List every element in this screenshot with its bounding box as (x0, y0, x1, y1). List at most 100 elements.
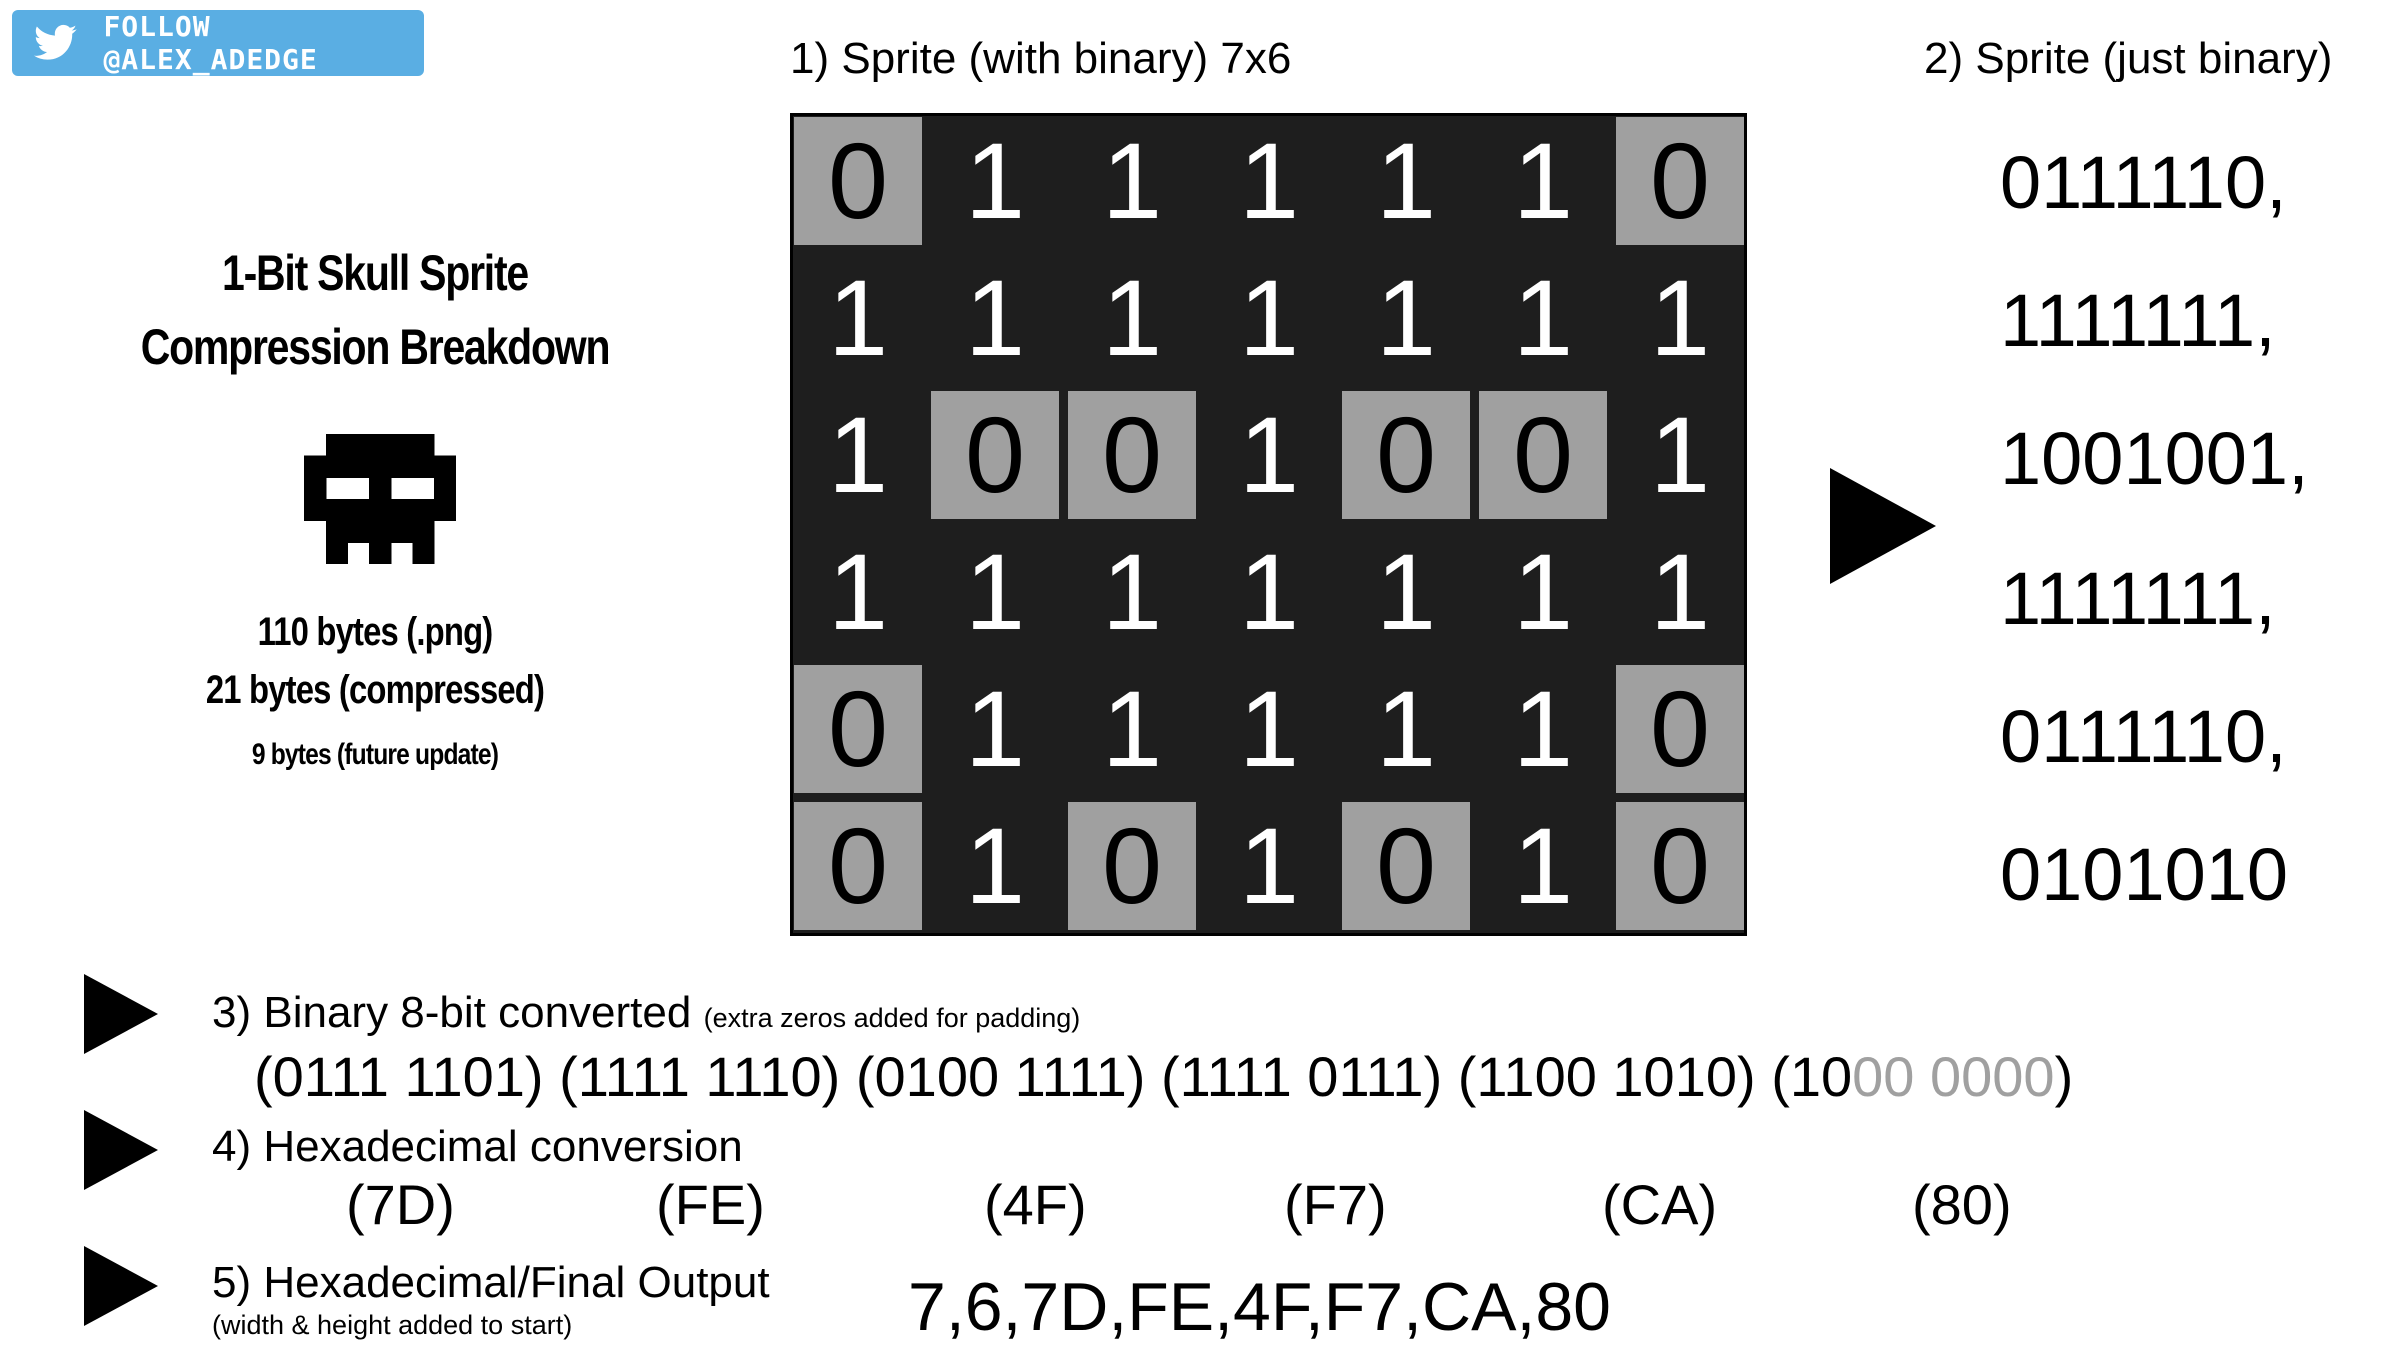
sprite-cell: 1 (1238, 531, 1300, 652)
sprite-cell: 0 (1616, 117, 1744, 245)
skull-pixel (347, 520, 370, 543)
sprite-cell: 1 (964, 120, 1026, 241)
binary-row: 0111110, (2000, 695, 2287, 778)
padding-zeros: 00 0000 (1852, 1045, 2055, 1108)
sprite-cell: 1 (827, 531, 889, 652)
step-4-arrow-icon (84, 1110, 158, 1190)
final-output: 7,6,7D,FE,4F,F7,CA,80 (908, 1269, 1611, 1345)
sprite-cell: 1 (1649, 531, 1711, 652)
binary-row: 1111111, (2000, 557, 2276, 640)
hex-value: (80) (1912, 1173, 2012, 1236)
hex-value: (F7) (1284, 1173, 1387, 1236)
sprite-cell: 0 (1068, 391, 1196, 519)
sprite-cell: 1 (1649, 257, 1711, 378)
sprite-cell: 1 (964, 668, 1026, 789)
step-5-note: (width & height added to start) (212, 1310, 573, 1340)
sprite-cell: 0 (1342, 391, 1470, 519)
skull-pixel (325, 434, 348, 457)
sprite-cell: 1 (827, 394, 889, 515)
sprite-cell: 1 (1101, 531, 1163, 652)
title-line-1: 1-Bit Skull Sprite (222, 245, 529, 301)
skull-pixel (325, 542, 348, 564)
follow-label: FOLLOW @ALEX_ADEDGE (103, 10, 318, 76)
sprite-cell: 1 (1375, 120, 1437, 241)
sprite-cell: 1 (1101, 668, 1163, 789)
step-5-label: 5) Hexadecimal/Final Output (212, 1258, 770, 1307)
hex-value: (FE) (656, 1173, 765, 1236)
sprite-cell: 0 (1342, 802, 1470, 930)
skull-pixel (412, 434, 435, 457)
step-3-arrow-icon (84, 974, 158, 1054)
skull-pixel (369, 434, 392, 457)
sprite-cell: 0 (1479, 391, 1607, 519)
sprite-cell: 0 (1068, 802, 1196, 930)
skull-pixel (412, 455, 435, 478)
sprite-cell: 1 (1101, 257, 1163, 378)
skull-pixel (412, 520, 435, 543)
skull-pixel (369, 499, 392, 522)
sprite-cell: 1 (1238, 394, 1300, 515)
section-2-header: 2) Sprite (just binary) (1924, 34, 2333, 83)
skull-pixel (304, 455, 327, 478)
skull-pixel (304, 499, 327, 522)
sprite-cell: 1 (1375, 531, 1437, 652)
skull-pixel (412, 542, 435, 564)
sprite-cell: 1 (964, 531, 1026, 652)
sprite-cell: 0 (1616, 665, 1744, 793)
skull-pixel (347, 455, 370, 478)
section-1-header: 1) Sprite (with binary) 7x6 (790, 34, 1292, 83)
skull-pixel (369, 477, 392, 500)
future-size-label: 9 bytes (future update) (251, 738, 499, 771)
sprite-cell: 1 (1375, 257, 1437, 378)
binary-bytes-closing: ) (2054, 1045, 2074, 1108)
skull-pixel (369, 542, 392, 564)
sprite-cell: 1 (1512, 668, 1574, 789)
skull-pixel (390, 455, 413, 478)
skull-pixel (325, 455, 348, 478)
skull-pixel (434, 477, 456, 500)
skull-pixel (390, 434, 413, 457)
binary-row: 0111110, (2000, 141, 2287, 224)
sprite-cell: 1 (1512, 120, 1574, 241)
step-3-note: (extra zeros added for padding) (703, 1003, 1081, 1033)
sprite-cell: 1 (1512, 805, 1574, 926)
compressed-size-label: 21 bytes (compressed) (205, 668, 545, 712)
sprite-cell: 1 (964, 257, 1026, 378)
binary-row: 1001001, (2000, 417, 2309, 500)
hex-value: (7D) (346, 1173, 455, 1236)
step-3-header: 3) Binary 8-bit converted (extra zeros a… (212, 988, 1080, 1038)
sprite-cell: 1 (1101, 120, 1163, 241)
png-size-label: 110 bytes (.png) (257, 610, 494, 654)
binary-row: 0101010 (2000, 833, 2289, 916)
skull-pixel (325, 499, 348, 522)
sprite-cell: 1 (1238, 120, 1300, 241)
skull-pixel (390, 520, 413, 543)
skull-pixel (412, 499, 435, 522)
sprite-cell: 1 (1238, 668, 1300, 789)
sprite-cell: 0 (794, 117, 922, 245)
skull-pixel (304, 477, 327, 500)
step-3-label: 3) Binary 8-bit converted (212, 988, 692, 1037)
skull-pixel (325, 520, 348, 543)
binary-row: 1111111, (2000, 279, 2276, 362)
skull-pixel (347, 499, 370, 522)
skull-pixel (390, 499, 413, 522)
step-5-arrow-icon (84, 1246, 158, 1326)
skull-icon (304, 434, 456, 564)
skull-pixel (369, 520, 392, 543)
follow-twitter-button[interactable]: FOLLOW @ALEX_ADEDGE (12, 10, 424, 76)
sprite-cell: 1 (1512, 531, 1574, 652)
sprite-cell: 0 (794, 802, 922, 930)
sprite-cell: 0 (931, 391, 1059, 519)
sprite-cell: 1 (1512, 257, 1574, 378)
sprite-cell: 1 (1238, 805, 1300, 926)
title-line-2: Compression Breakdown (140, 319, 611, 375)
sprite-cell: 0 (794, 665, 922, 793)
skull-pixel (434, 499, 456, 522)
sprite-cell: 0 (1616, 802, 1744, 930)
hex-value: (CA) (1602, 1173, 1718, 1236)
binary-bytes-text: (0111 1101) (1111 1110) (0100 1111) (111… (254, 1045, 1853, 1108)
skull-pixel (347, 434, 370, 457)
step-4-label: 4) Hexadecimal conversion (212, 1122, 743, 1171)
